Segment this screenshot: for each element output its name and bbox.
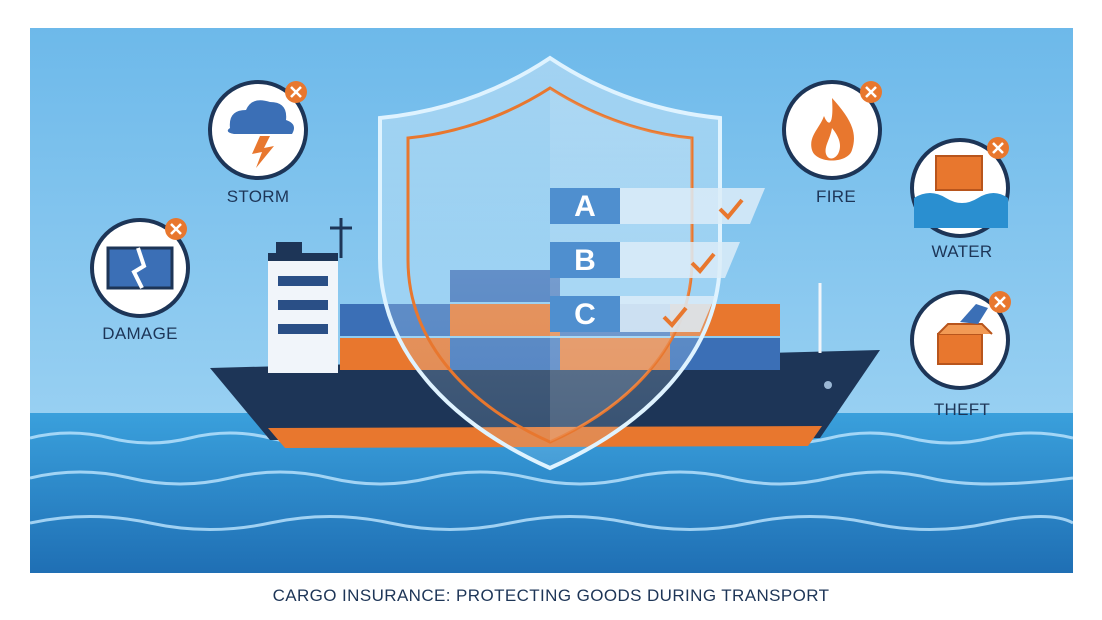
theft-badge (910, 290, 1011, 390)
check-icon-c (662, 306, 688, 328)
risk-label-storm: STORM (226, 187, 290, 206)
check-icon-a (718, 198, 744, 220)
tier-letter-a: A (574, 190, 596, 223)
damage-badge (90, 218, 190, 318)
risk-label-water: WATER (931, 242, 993, 261)
water-badge (910, 137, 1010, 238)
risk-label-fire: FIRE (816, 187, 856, 206)
scene-graphic (30, 28, 1073, 573)
risk-label-damage: DAMAGE (102, 324, 178, 343)
check-icon-b (690, 252, 716, 274)
tier-letter-b: B (574, 244, 596, 277)
coverage-tiers (550, 188, 765, 332)
caption: CARGO INSURANCE: PROTECTING GOODS DURING… (272, 586, 830, 605)
risk-label-theft: THEFT (933, 400, 991, 419)
tier-letter-c: C (574, 298, 596, 331)
illustration-scene: STORM DAMAGE FIRE WATER THEFT A B C (30, 28, 1073, 573)
storm-badge (208, 80, 308, 180)
fire-badge (782, 80, 882, 180)
